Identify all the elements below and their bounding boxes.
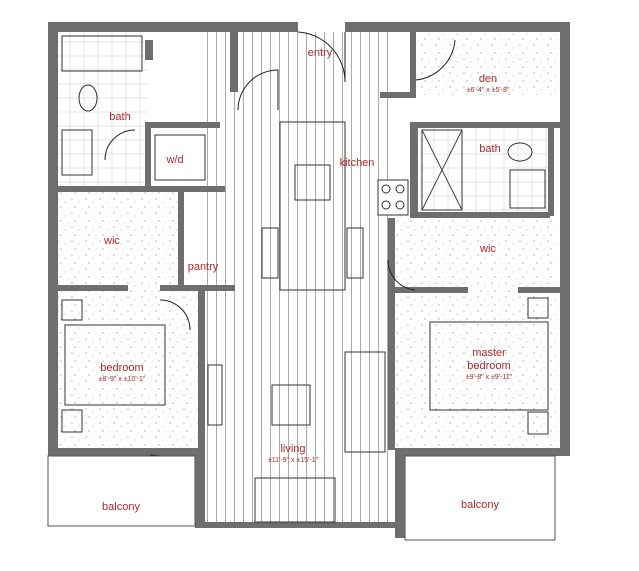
kitchen-island [279,121,346,291]
vanity-left [61,129,93,176]
wic-right-label: wic [479,243,496,255]
master-label-2: bedroom [467,360,510,372]
entry-label: entry [308,47,333,59]
master-label-1: master [472,347,506,359]
bed-left [64,324,166,406]
balcony-left-label: balcony [102,501,140,513]
shower [421,129,463,211]
balcony-right-label: balcony [461,499,499,511]
bath-left-floor [58,32,148,190]
toilet-right [507,142,533,162]
bathtub [61,35,143,72]
toilet-left [78,84,98,112]
stools-right [346,227,364,279]
den-label: den [479,73,497,85]
vanity-right [509,169,546,209]
bedroom-label: bedroom [100,362,143,374]
bath-right-floor [420,128,550,215]
master-bed [429,321,549,411]
washer-dryer [154,134,206,181]
sink [294,164,331,201]
kitchen-label: kitchen [340,157,375,169]
pantry-label: pantry [188,261,219,273]
stove [377,179,409,216]
master-floor [395,290,560,450]
nightstand [527,297,549,319]
nightstand [61,409,83,433]
wic-left-floor [58,190,180,290]
wd-label: w/d [165,154,183,166]
wic-left-label: wic [103,235,120,247]
fixtures [61,35,549,523]
den-dimensions: ±6'-4" x ±5'-8" [467,87,510,94]
balcony-right [404,455,556,541]
armchairs [254,477,336,523]
stools-left [261,227,279,279]
bath-right-label: bath [479,143,500,155]
tv-console [207,364,223,426]
sofa [344,351,386,453]
den-floor [415,32,560,95]
balcony-left [47,455,196,527]
bath-left-label: bath [109,111,130,123]
walls [48,22,570,538]
coffee-table [271,384,311,426]
living-label: living [280,443,305,455]
wic-right-floor [395,215,555,290]
nightstand [527,411,549,435]
living-dimensions: ±11'-9" x ±15'-1" [268,457,319,464]
nightstand [61,299,83,321]
bedroom-dimensions: ±8'-9" x ±10'-1" [99,376,146,383]
master-dimensions: ±9'-8" x ±9'-11" [466,374,513,381]
